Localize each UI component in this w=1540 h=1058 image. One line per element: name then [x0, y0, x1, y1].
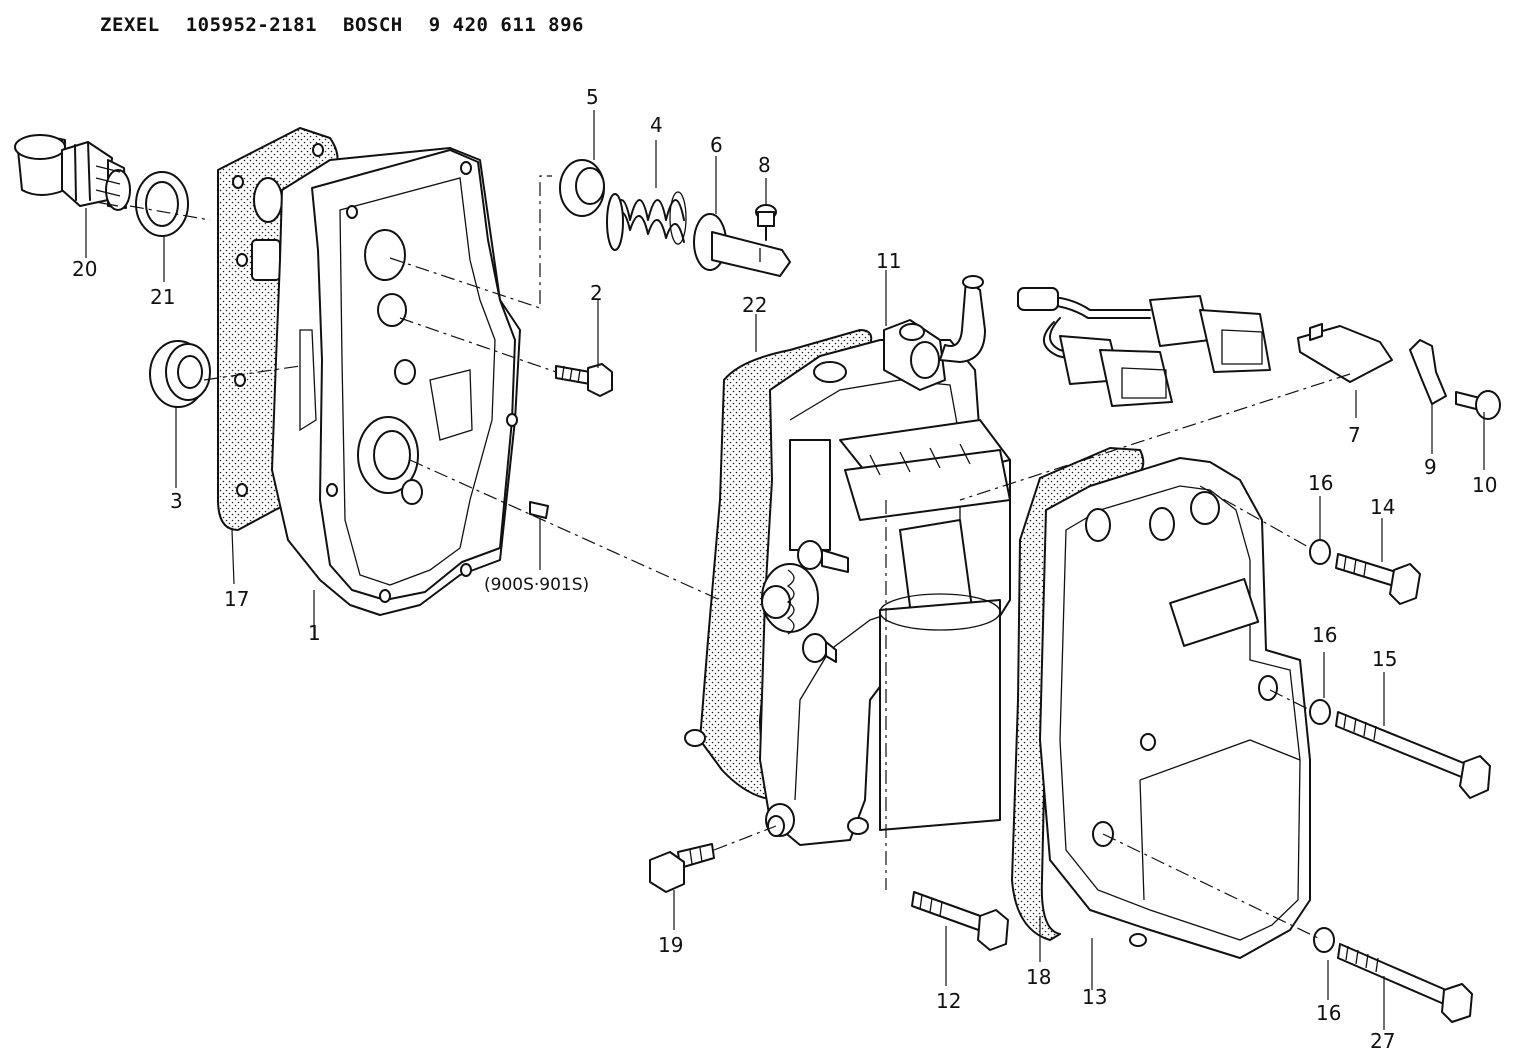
- callout-22: 19: [658, 933, 683, 957]
- callout-leader-lines: [85, 110, 1485, 1030]
- callout-19: 22: [742, 293, 767, 317]
- part-11-actuator-assembly: [684, 275, 1011, 846]
- variant-note: (900S·901S): [484, 575, 589, 595]
- callout-4: 4: [650, 113, 663, 137]
- callout-18: 18: [1026, 965, 1051, 989]
- callout-17: 17: [224, 587, 249, 611]
- bosch-part-number: 9 420 611 896: [428, 14, 584, 36]
- callout-11: 11: [876, 249, 901, 273]
- brand-bosch: BOSCH: [343, 14, 403, 36]
- part-9-clip: [1409, 339, 1447, 405]
- callout-16-c: 16: [1316, 1001, 1341, 1025]
- part-15-bolt: [1335, 711, 1491, 799]
- part-3-oil-seal: [149, 340, 211, 408]
- assembly-center-lines: [129, 175, 1351, 939]
- callout-3: 3: [170, 489, 183, 513]
- part-key: [529, 501, 549, 519]
- callout-10: 10: [1472, 473, 1497, 497]
- part-8-screw: [755, 204, 777, 241]
- brand-zexel: ZEXEL: [100, 14, 160, 36]
- callout-13: 13: [1082, 985, 1107, 1009]
- part-16-washer-a: [1309, 539, 1331, 565]
- callout-2: 2: [590, 281, 603, 305]
- zexel-part-number: 105952-2181: [185, 14, 318, 36]
- callout-14: 14: [1370, 495, 1395, 519]
- callout-21: 21: [150, 285, 175, 309]
- callout-8: 8: [758, 153, 771, 177]
- part-10-screw: [1455, 390, 1501, 420]
- part-12-bolt: [911, 891, 1009, 951]
- callout-1: 1: [308, 621, 321, 645]
- wiring-harness-connectors: [1017, 287, 1271, 407]
- part-16-washer-c: [1313, 927, 1335, 953]
- part-13-cover: [1039, 457, 1311, 959]
- part-2-bolt: [555, 363, 613, 397]
- callout-16-a: 16: [1308, 471, 1333, 495]
- part-1-governor-housing: [271, 147, 521, 616]
- callout-7: 7: [1348, 423, 1361, 447]
- part-5-retainer: [559, 159, 605, 217]
- callout-6: 6: [710, 133, 723, 157]
- callout-16-b: 16: [1312, 623, 1337, 647]
- part-4-spring: [606, 191, 687, 251]
- callout-20: 20: [72, 257, 97, 281]
- part-16-washer-b: [1309, 699, 1331, 725]
- part-7-bracket: [1297, 323, 1393, 383]
- part-21-washer: [135, 171, 189, 237]
- callout-12: 12: [936, 989, 961, 1013]
- part-22-bolt: [649, 843, 715, 893]
- callout-numbers: 20 21 3 17 1 2 5 4 6 8 22 11 7 9 10 16 1…: [72, 85, 1497, 1053]
- diagram-header: ZEXEL 105952-2181 BOSCH 9 420 611 896: [100, 14, 610, 36]
- part-27-bolt: [1337, 943, 1473, 1023]
- callout-27: 27: [1370, 1029, 1395, 1053]
- part-14-bolt: [1335, 553, 1421, 605]
- part-20-sensor-plug: [14, 134, 131, 211]
- part-6-lever-plate: [693, 213, 791, 277]
- callout-15: 15: [1372, 647, 1397, 671]
- callout-9: 9: [1424, 455, 1437, 479]
- callout-5: 5: [586, 85, 599, 109]
